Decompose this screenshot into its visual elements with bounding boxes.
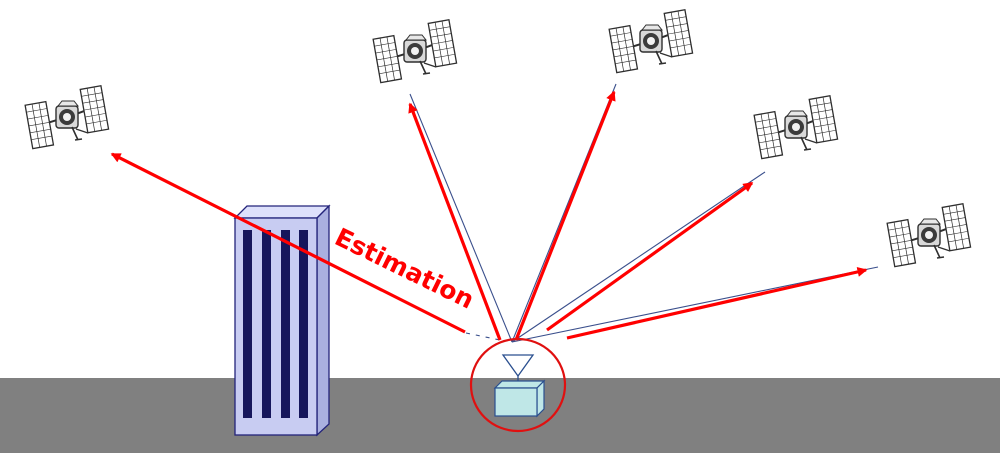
gnss-receiver-icon (469, 337, 567, 433)
antenna-icon (501, 354, 535, 378)
estimation-arrow (408, 102, 502, 341)
line-of-sight-blocked (465, 332, 501, 341)
line-of-sight (511, 266, 879, 343)
satellite-icon (885, 202, 973, 268)
line-of-sight (511, 171, 766, 343)
line-of-sight (409, 93, 513, 343)
satellite-icon (23, 84, 111, 150)
satellite-icon (607, 8, 695, 74)
satellite-icon (371, 18, 459, 84)
satellite-icon (752, 94, 840, 160)
estimation-arrow (546, 181, 754, 332)
receiver-box (494, 387, 538, 417)
estimation-arrows (110, 90, 868, 341)
building-icon (233, 204, 331, 437)
estimation-arrow-blocked (110, 152, 466, 334)
estimation-arrow (566, 267, 868, 340)
estimation-arrow (514, 90, 616, 341)
receiver-highlight-ring (469, 337, 567, 433)
